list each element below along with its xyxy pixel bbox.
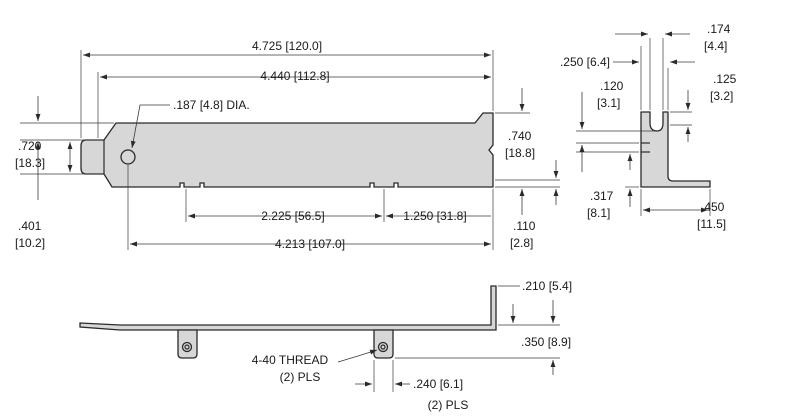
slot-to-end-label: 1.250 [31.8] <box>403 209 466 223</box>
flange-width-label: .250 [6.4] <box>560 55 610 69</box>
tab-offset-mm-label: [10.2] <box>15 236 45 250</box>
tab-height-in-label: .720 <box>18 139 42 153</box>
end-offset-mm-label: [2.8] <box>510 236 533 250</box>
tab-depth-label: .350 [8.9] <box>521 335 571 349</box>
overall-length-label: 4.725 [120.0] <box>252 39 322 53</box>
end-offset-in-label: .110 <box>513 219 536 233</box>
inner-length-label: 4.440 [112.8] <box>260 69 329 83</box>
front-view-outline <box>80 112 494 188</box>
mounting-hole <box>120 149 136 165</box>
base-width-mm-label: [11.5] <box>697 217 726 231</box>
thread-hole-left-inner <box>184 344 190 350</box>
tab-height-mm-label: [18.3] <box>15 156 45 170</box>
body-height-in-label: .740 <box>508 129 532 143</box>
thread-leader <box>337 349 378 363</box>
side-view: .174 [4.4] .250 [6.4] .120 [3.1] .125 [3… <box>560 22 737 231</box>
slot-depth-mm-label: [3.1] <box>597 96 620 110</box>
flange-height-label: .210 [5.4] <box>522 279 572 293</box>
hole-to-end-label: 4.213 [107.0] <box>275 237 345 251</box>
thread-hole-left <box>181 341 193 353</box>
side-view-outline <box>640 111 711 188</box>
slot-width-in-label: .174 <box>707 22 731 36</box>
tab-width-label: .240 [6.1] <box>413 377 463 391</box>
tab-offset-in-label: .401 <box>18 219 42 233</box>
slot-width-mm-label: [4.4] <box>704 39 727 53</box>
thread-hole-right <box>377 341 389 353</box>
tab-width-qty-label: (2) PLS <box>428 398 469 412</box>
slot-depth-in-label: .120 <box>600 79 624 93</box>
lower-height-mm-label: [8.1] <box>587 206 610 220</box>
top-offset-mm-label: [3.2] <box>710 89 733 103</box>
front-view: 4.725 [120.0] 4.440 [112.8] .187 [4.8] D… <box>15 39 560 251</box>
bottom-view-outline <box>79 285 497 331</box>
base-width-in-label: .450 <box>701 200 725 214</box>
thread-hole-right-inner <box>380 344 386 350</box>
thread-callout-label: 4-40 THREAD <box>252 353 329 367</box>
lower-height-in-label: .317 <box>590 189 614 203</box>
slot-spacing-label: 2.225 [56.5] <box>261 209 324 223</box>
hole-callout-label: .187 [4.8] DIA. <box>173 98 250 112</box>
thread-callout-qty-label: (2) PLS <box>280 370 321 384</box>
body-height-mm-label: [18.8] <box>505 146 535 160</box>
bottom-view: .210 [5.4] .350 [8.9] 4-40 THREAD (2) PL… <box>79 279 572 412</box>
top-offset-in-label: .125 <box>713 72 737 86</box>
hole-leader <box>130 104 170 149</box>
